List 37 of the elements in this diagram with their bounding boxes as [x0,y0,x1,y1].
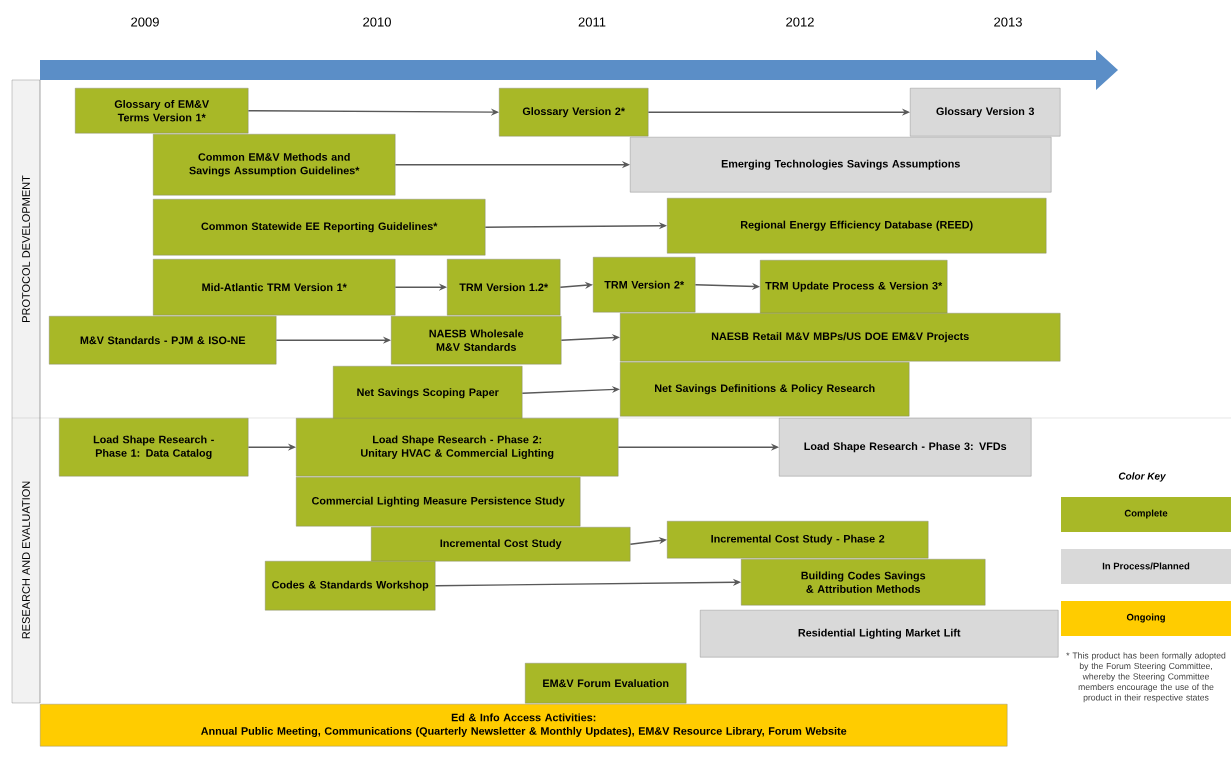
timeline-box: Net Savings Definitions & Policy Research [620,362,910,417]
year-label: 2010 [363,17,391,27]
timeline-box: Incremental Cost Study - Phase 2 [667,521,929,559]
timeline-box: Common Statewide EE Reporting Guidelines* [153,199,486,256]
legend-item: Ongoing [1061,601,1231,636]
timeline-box: TRM Version 1.2* [447,259,561,316]
legend-title: Color Key [1118,472,1167,482]
year-label: 2009 [131,17,159,27]
activity-banner: Ed & Info Access Activities: Annual Public Meeting, Communications (Quarterly Newsletter & Monthly Updates), EM&V Resource Library, Forum Website [40,704,1008,747]
timeline-box: Building Codes Savings & Attribution Methods [741,559,986,606]
timeline-box: Regional Energy Efficiency Database (REED) [667,198,1047,254]
timeline-box: TRM Version 2* [593,257,696,313]
timeline-box: Mid-Atlantic TRM Version 1* [153,259,396,316]
timeline-box: Commercial Lighting Measure Persistence Study [296,477,581,527]
timeline-box: Load Shape Research - Phase 1: Data Catalog [59,418,249,477]
timeline-box: TRM Update Process & Version 3* [760,260,948,314]
timeline-box: Codes & Standards Workshop [265,561,436,611]
legend-item: In Process/Planned [1061,549,1231,584]
timeline-box: Common EM&V Methods and Savings Assumption Guidelines* [153,134,396,196]
timeline-box: EM&V Forum Evaluation [525,663,687,704]
year-label: 2011 [578,17,606,27]
timeline-box: Residential Lighting Market Lift [700,610,1059,658]
band-label: PROTOCOL DEVELOPMENT [22,175,30,322]
year-label: 2013 [994,17,1022,27]
timeline-box: Load Shape Research - Phase 2: Unitary HVAC & Commercial Lighting [296,418,619,477]
timeline-box: M&V Standards - PJM & ISO-NE [49,316,277,365]
legend-item: Complete [1061,497,1231,532]
timeline-box: Load Shape Research - Phase 3: VFDs [779,418,1032,477]
timeline-box: Net Savings Scoping Paper [333,366,523,421]
timeline-box: Glossary of EM&V Terms Version 1* [75,88,249,134]
year-label: 2012 [786,17,814,27]
timeline-box: Glossary Version 2* [499,88,649,137]
footnote: * This product has been formally adopted by the Forum Steering Committee, whereby the Steering Committee members encourage the use of the product in their respective states [1066,652,1226,703]
timeline-box: NAESB Wholesale M&V Standards [391,316,562,365]
band-label: RESEARCH AND EVALUATION [22,481,30,639]
timeline-box: Glossary Version 3 [910,88,1061,137]
timeline-box: Incremental Cost Study [371,527,631,562]
